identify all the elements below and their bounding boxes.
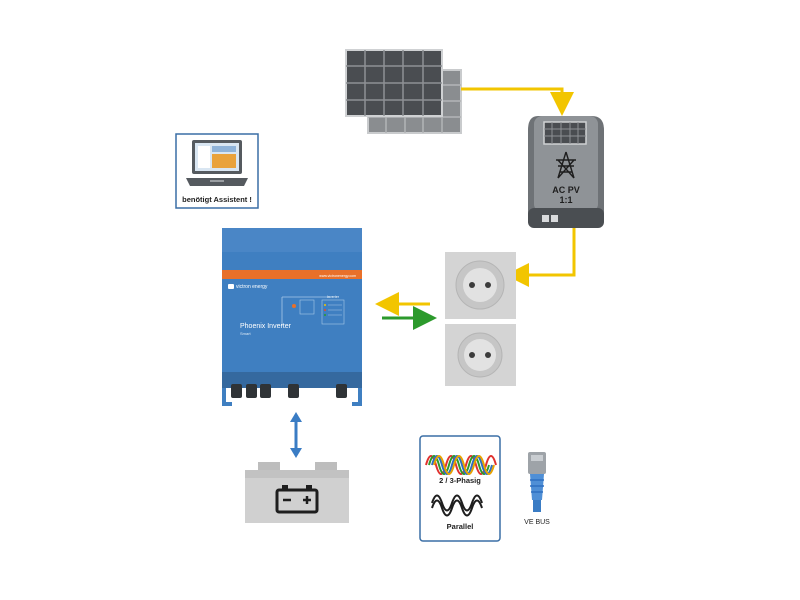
socket-upper [445, 252, 516, 319]
phase-options-box: 2 / 3-Phasig Parallel [419, 435, 501, 542]
battery-link-arrow [290, 412, 302, 458]
ve-bus-label: VE BUS [524, 519, 550, 526]
power-tower-icon [556, 151, 576, 179]
acpv-port-2 [551, 215, 558, 222]
solar-panel-front [345, 49, 443, 117]
ac-pv-inverter: AC PV 1:1 [528, 116, 604, 228]
laptop-icon [186, 140, 248, 186]
laptop-assistant: benötigt Assistent ! [175, 133, 259, 209]
inverter-orange-band [222, 270, 362, 279]
acpv-to-socket-line [505, 228, 576, 287]
inverter-model: Phoenix Inverter [240, 323, 292, 330]
three-phase-wave-icon [425, 455, 497, 475]
inverter-brand: victron energy [236, 284, 268, 290]
acpv-solar-icon [543, 121, 587, 145]
socket-lower [445, 324, 516, 386]
three-phase-label: 2 / 3-Phasig [439, 476, 481, 485]
inverter-front-panel: Inverter [281, 295, 345, 326]
pv-to-acpv-line [461, 87, 574, 116]
acpv-port-1 [542, 215, 549, 222]
phoenix-inverter: www.victronenergy.com victron energy Inv… [222, 228, 362, 406]
acpv-label-line2: 1:1 [559, 195, 572, 205]
battery-icon [275, 485, 319, 514]
laptop-caption: benötigt Assistent ! [182, 195, 252, 204]
inverter-website: www.victronenergy.com [319, 274, 356, 278]
inverter-sub: Smart [240, 331, 252, 336]
parallel-label: Parallel [447, 522, 474, 531]
acpv-label-line1: AC PV [552, 185, 580, 195]
ve-bus-connector: VE BUS [524, 452, 550, 526]
battery [245, 462, 349, 523]
inverter-cable-glands [231, 384, 347, 398]
parallel-wave-icon [431, 494, 483, 517]
inverter-logo-icon [228, 284, 234, 289]
inverter-panel-title: Inverter [327, 295, 340, 299]
